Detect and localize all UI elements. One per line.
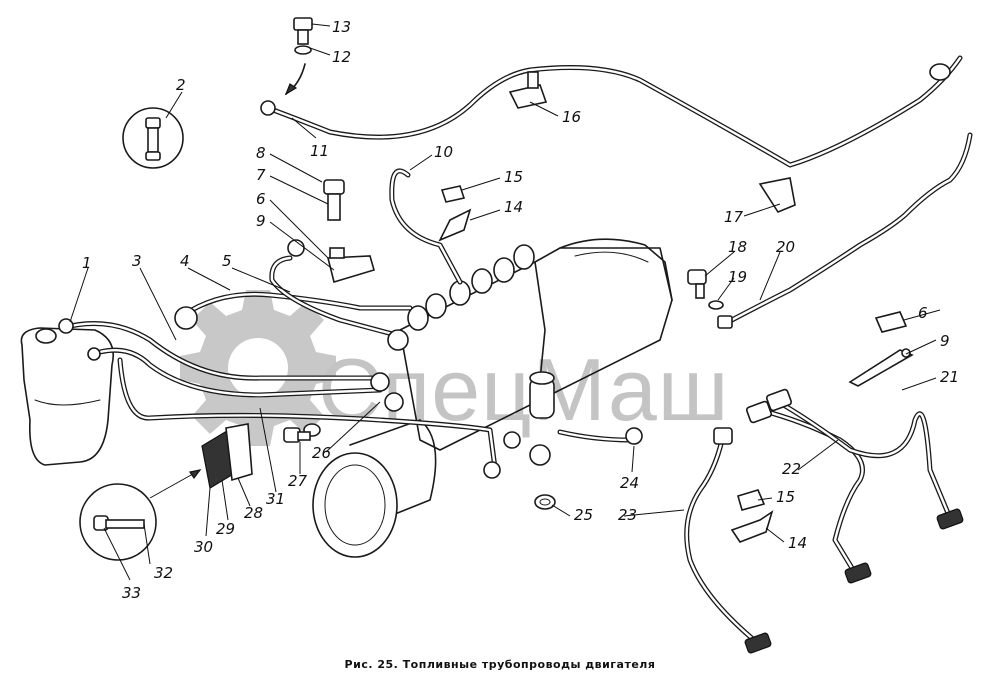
callout-29: 29 bbox=[216, 520, 235, 538]
fuel-filter-canister bbox=[312, 419, 437, 558]
callout-16: 16 bbox=[562, 108, 581, 126]
callout-1: 1 bbox=[82, 254, 92, 272]
callout-22: 22 bbox=[782, 460, 801, 478]
callout-28: 28 bbox=[244, 504, 263, 522]
callout-24: 24 bbox=[620, 474, 639, 492]
callout-7: 7 bbox=[256, 166, 266, 184]
callout-26: 26 bbox=[312, 444, 331, 462]
fuel-pump-body bbox=[399, 238, 673, 451]
callout-32: 32 bbox=[154, 564, 173, 582]
fittings bbox=[58, 17, 964, 654]
watermark-gear-icon bbox=[180, 290, 336, 446]
callout-17: 17 bbox=[724, 208, 744, 226]
callout-13: 13 bbox=[332, 18, 351, 36]
callout-6b: 6 bbox=[918, 304, 928, 322]
callout-9b: 9 bbox=[940, 332, 950, 350]
callout-11: 11 bbox=[310, 142, 329, 160]
callout-15b: 15 bbox=[776, 488, 795, 506]
callout-2: 2 bbox=[176, 76, 186, 94]
callout-numbers: 1 2 3 4 5 6 6 7 8 9 9 10 11 12 13 14 14 … bbox=[82, 18, 959, 602]
callout-14: 14 bbox=[504, 198, 523, 216]
priming-pump bbox=[503, 371, 555, 466]
callout-19: 19 bbox=[728, 268, 747, 286]
figure-caption: Рис. 25. Топливные трубопроводы двигател… bbox=[344, 658, 656, 671]
callout-12: 12 bbox=[332, 48, 351, 66]
callout-23: 23 bbox=[618, 506, 637, 524]
callout-31: 31 bbox=[266, 490, 285, 508]
fuel-tubes bbox=[59, 55, 973, 648]
callout-21: 21 bbox=[940, 368, 959, 386]
callout-30: 30 bbox=[194, 538, 213, 556]
callout-25: 25 bbox=[574, 506, 593, 524]
callout-3: 3 bbox=[132, 252, 142, 270]
coarse-filter bbox=[20, 327, 114, 466]
callout-14b: 14 bbox=[788, 534, 807, 552]
callout-5: 5 bbox=[222, 252, 232, 270]
callout-8: 8 bbox=[256, 144, 266, 162]
callout-4: 4 bbox=[180, 252, 190, 270]
callout-15: 15 bbox=[504, 168, 523, 186]
callout-10: 10 bbox=[434, 143, 453, 161]
callout-18: 18 bbox=[728, 238, 747, 256]
callout-9: 9 bbox=[256, 212, 266, 230]
callout-33: 33 bbox=[122, 584, 141, 602]
callout-6: 6 bbox=[256, 190, 266, 208]
callout-20: 20 bbox=[776, 238, 795, 256]
callout-27: 27 bbox=[288, 472, 308, 490]
pump-sections bbox=[407, 244, 535, 331]
leader-lines bbox=[69, 23, 941, 581]
